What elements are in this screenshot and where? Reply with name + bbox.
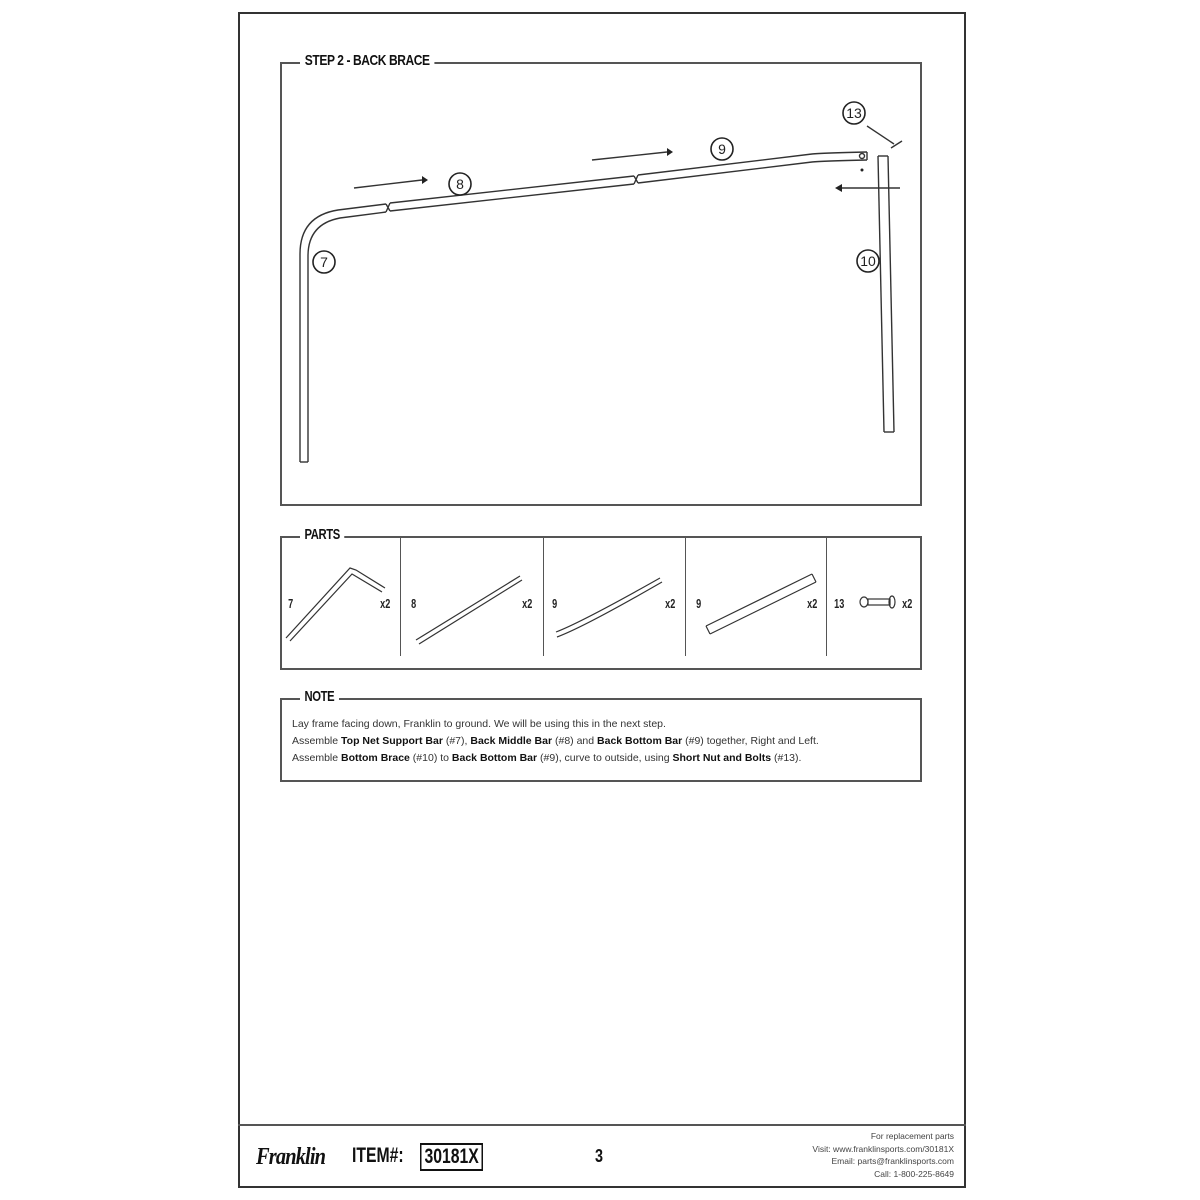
note-line-3: Assemble Bottom Brace (#10) to Back Bott… xyxy=(292,752,802,764)
contact-website[interactable]: Visit: www.franklinsports.com/30181X xyxy=(812,1143,954,1154)
contact-line: For replacement parts xyxy=(870,1131,954,1141)
page-number: 3 xyxy=(595,1146,604,1166)
part-cell-8: 8 x2 xyxy=(400,538,544,656)
part-cell-13: 13 x2 xyxy=(826,538,922,656)
franklin-logo: Franklin xyxy=(256,1144,326,1170)
parts-section: PARTS 7 x2 8 x2 9 x2 9 x2 13 x2 xyxy=(280,526,922,670)
part-number: 9 xyxy=(552,596,558,611)
part-cell-7: 7 x2 xyxy=(282,538,401,656)
part-qty: x2 xyxy=(522,596,533,611)
step-title: STEP 2 - BACK BRACE xyxy=(300,52,435,69)
callout-13: 13 xyxy=(846,105,862,121)
part-qty: x2 xyxy=(665,596,676,611)
item-number: 30181X xyxy=(420,1143,484,1171)
part-number: 13 xyxy=(834,596,845,611)
part-cell-9: 9 x2 xyxy=(543,538,686,656)
parts-title: PARTS xyxy=(300,526,345,543)
back-brace-diagram: 7 8 9 10 13 xyxy=(299,101,903,463)
manual-page xyxy=(238,12,966,1188)
note-line-1: Lay frame facing down, Franklin to groun… xyxy=(292,718,666,730)
part-number: 7 xyxy=(288,596,294,611)
parts-illustrations xyxy=(285,567,896,645)
contact-email[interactable]: Email: parts@franklinsports.com xyxy=(831,1156,954,1166)
note-section: NOTE Lay frame facing down, Franklin to … xyxy=(280,688,922,782)
step-section: STEP 2 - BACK BRACE xyxy=(280,52,922,506)
note-body: Lay frame facing down, Franklin to groun… xyxy=(292,716,910,767)
item-label: ITEM#: xyxy=(352,1144,404,1167)
part-number: 9 xyxy=(696,596,702,611)
callout-10: 10 xyxy=(860,253,876,269)
contact-phone: Call: 1-800-225-8649 xyxy=(874,1168,954,1179)
contact-info: For replacement parts Visit: www.frankli… xyxy=(812,1130,954,1180)
part-qty: x2 xyxy=(902,596,913,611)
callout-7: 7 xyxy=(320,254,328,270)
page-footer: Franklin ITEM#: 30181X 3 For replacement… xyxy=(238,1124,966,1188)
note-title: NOTE xyxy=(300,688,339,705)
part-qty: x2 xyxy=(807,596,818,611)
callout-8: 8 xyxy=(456,176,464,192)
callout-9: 9 xyxy=(718,141,726,157)
part-number: 8 xyxy=(411,596,417,611)
part-qty: x2 xyxy=(380,596,391,611)
note-line-2: Assemble Top Net Support Bar (#7), Back … xyxy=(292,735,819,747)
part-cell-9b: 9 x2 xyxy=(685,538,827,656)
